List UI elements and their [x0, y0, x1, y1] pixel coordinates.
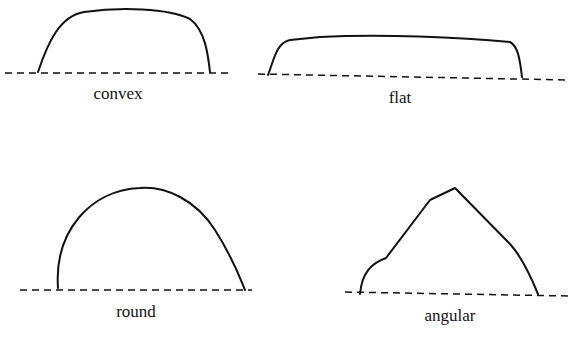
angular-outline	[360, 188, 538, 294]
baseline	[5, 72, 232, 74]
round-outline	[58, 188, 245, 290]
flat-outline	[268, 36, 522, 77]
baseline	[258, 74, 568, 80]
shape-label: angular	[425, 306, 476, 326]
baseline	[345, 292, 568, 296]
shape-label: round	[116, 302, 156, 322]
convex-outline	[38, 9, 210, 72]
shape-label: convex	[93, 84, 142, 104]
baseline	[20, 289, 252, 291]
shape-label: flat	[389, 88, 412, 108]
